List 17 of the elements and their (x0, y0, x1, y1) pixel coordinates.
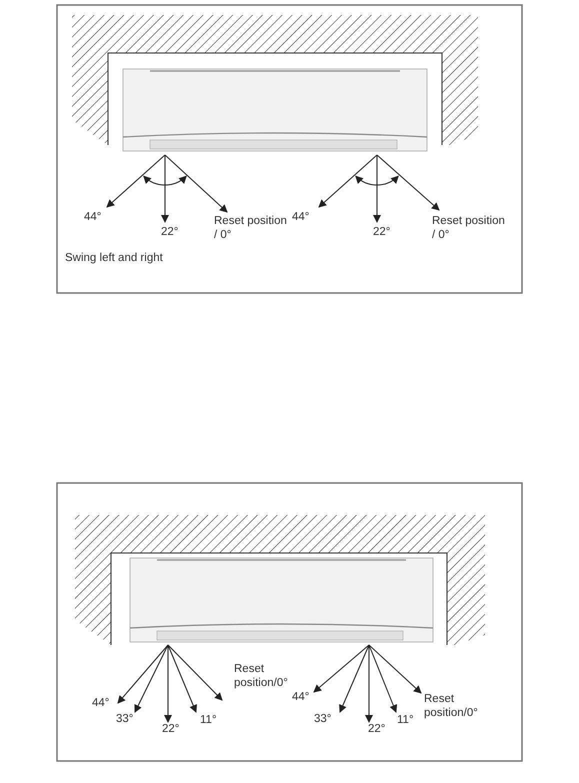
angle-label: 22° (161, 225, 180, 239)
angle-label: 22° (368, 722, 386, 736)
angle-label: 22° (373, 225, 392, 239)
angle-label: 44° (292, 690, 310, 704)
angle-label: 44° (84, 210, 102, 224)
angle-label: Reset position / 0° (432, 214, 506, 242)
angle-label: 44° (92, 696, 110, 710)
angle-label: Reset position/0° (234, 662, 289, 690)
angle-label: 22° (162, 722, 180, 736)
angle-label: Reset position/0° (424, 692, 479, 720)
angle-label: Reset position / 0° (214, 214, 288, 242)
angle-label: 11° (397, 713, 415, 727)
angle-label: 11° (200, 713, 218, 727)
angle-label: 33° (314, 712, 332, 726)
angle-label: 33° (116, 712, 134, 726)
angle-label: 44° (292, 210, 310, 224)
angle-label: Swing left and right (65, 251, 164, 265)
